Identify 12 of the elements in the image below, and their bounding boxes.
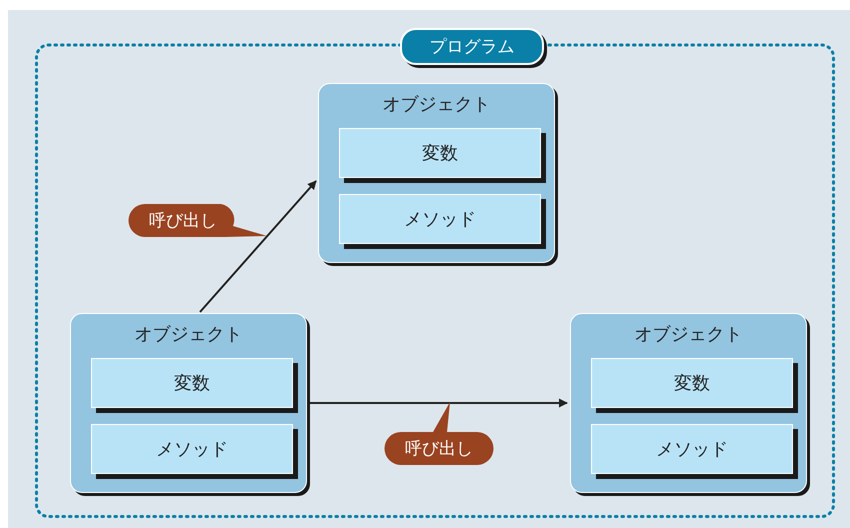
program-frame <box>35 28 835 518</box>
object-box <box>70 313 307 493</box>
callout-bubble: 呼び出し <box>384 401 494 466</box>
object-title: オブジェクト <box>382 93 492 116</box>
arrow <box>199 180 317 313</box>
object-box <box>570 313 807 493</box>
frame-title-badge: プログラム <box>400 28 544 65</box>
callout-bubble: 呼び出し <box>128 203 268 239</box>
object-box <box>318 83 555 263</box>
arrow <box>309 398 568 408</box>
object-title: オブジェクト <box>134 323 244 346</box>
object-title: オブジェクト <box>634 323 744 346</box>
